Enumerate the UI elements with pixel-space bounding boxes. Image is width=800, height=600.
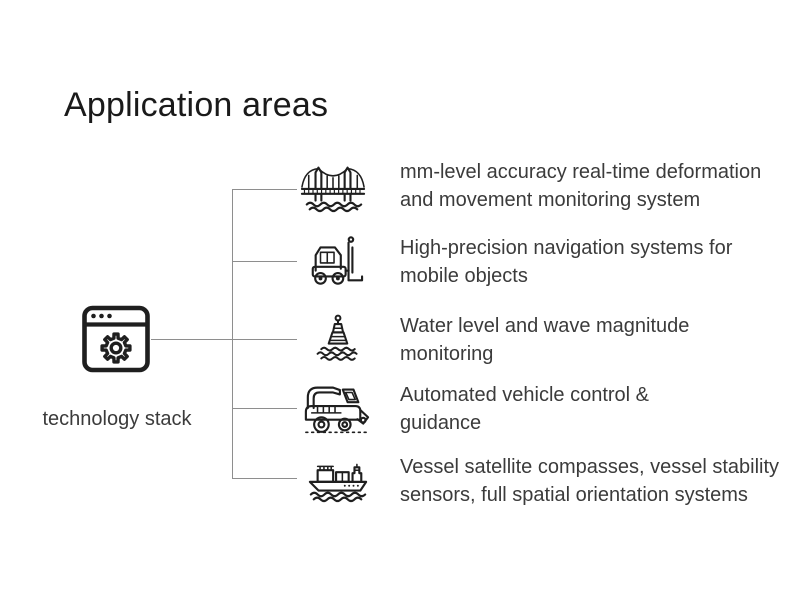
- technology-stack-label: technology stack: [42, 405, 192, 433]
- connector-stem-line: [151, 339, 297, 340]
- area-3-line-2: monitoring: [400, 343, 494, 365]
- area-1-line-1: mm-level accuracy real-time deformation: [400, 161, 762, 183]
- connector-branch-5: [232, 478, 297, 479]
- connector-branch-4: [232, 408, 297, 409]
- area-2-line-1: High-precision navigation systems for: [400, 237, 733, 259]
- area-1-line-2: and movement monitoring system: [400, 189, 701, 211]
- connector-branch-2: [232, 261, 297, 262]
- harvester-icon: [302, 382, 370, 436]
- area-5-line-1: Vessel satellite compasses, vessel stabi…: [400, 456, 780, 478]
- application-area-text-5: Vessel satellite compasses, vessel stabi…: [400, 453, 795, 509]
- application-area-text-4: Automated vehicle control & guidance: [400, 381, 795, 437]
- page-title: Application areas: [64, 86, 329, 124]
- buoy-icon: [312, 312, 364, 364]
- area-4-line-2: guidance: [400, 412, 482, 434]
- browser-gear-icon: [80, 303, 152, 375]
- area-5-line-2: sensors, full spatial orientation system…: [400, 484, 748, 506]
- forklift-icon: [306, 235, 364, 287]
- connector-vertical-line: [232, 189, 233, 479]
- cargo-ship-icon: [306, 452, 370, 504]
- area-2-line-2: mobile objects: [400, 265, 528, 287]
- area-4-line-1: Automated vehicle control &: [400, 384, 650, 406]
- application-area-text-2: High-precision navigation systems for mo…: [400, 234, 795, 290]
- technology-stack-label-line2: stack: [144, 408, 192, 430]
- suspension-bridge-icon: [300, 163, 366, 213]
- area-3-line-1: Water level and wave magnitude: [400, 315, 690, 337]
- application-area-text-3: Water level and wave magnitude monitorin…: [400, 312, 795, 368]
- technology-stack-label-line1: technology: [42, 408, 140, 430]
- connector-branch-1: [232, 189, 297, 190]
- application-area-text-1: mm-level accuracy real-time deformation …: [400, 158, 795, 214]
